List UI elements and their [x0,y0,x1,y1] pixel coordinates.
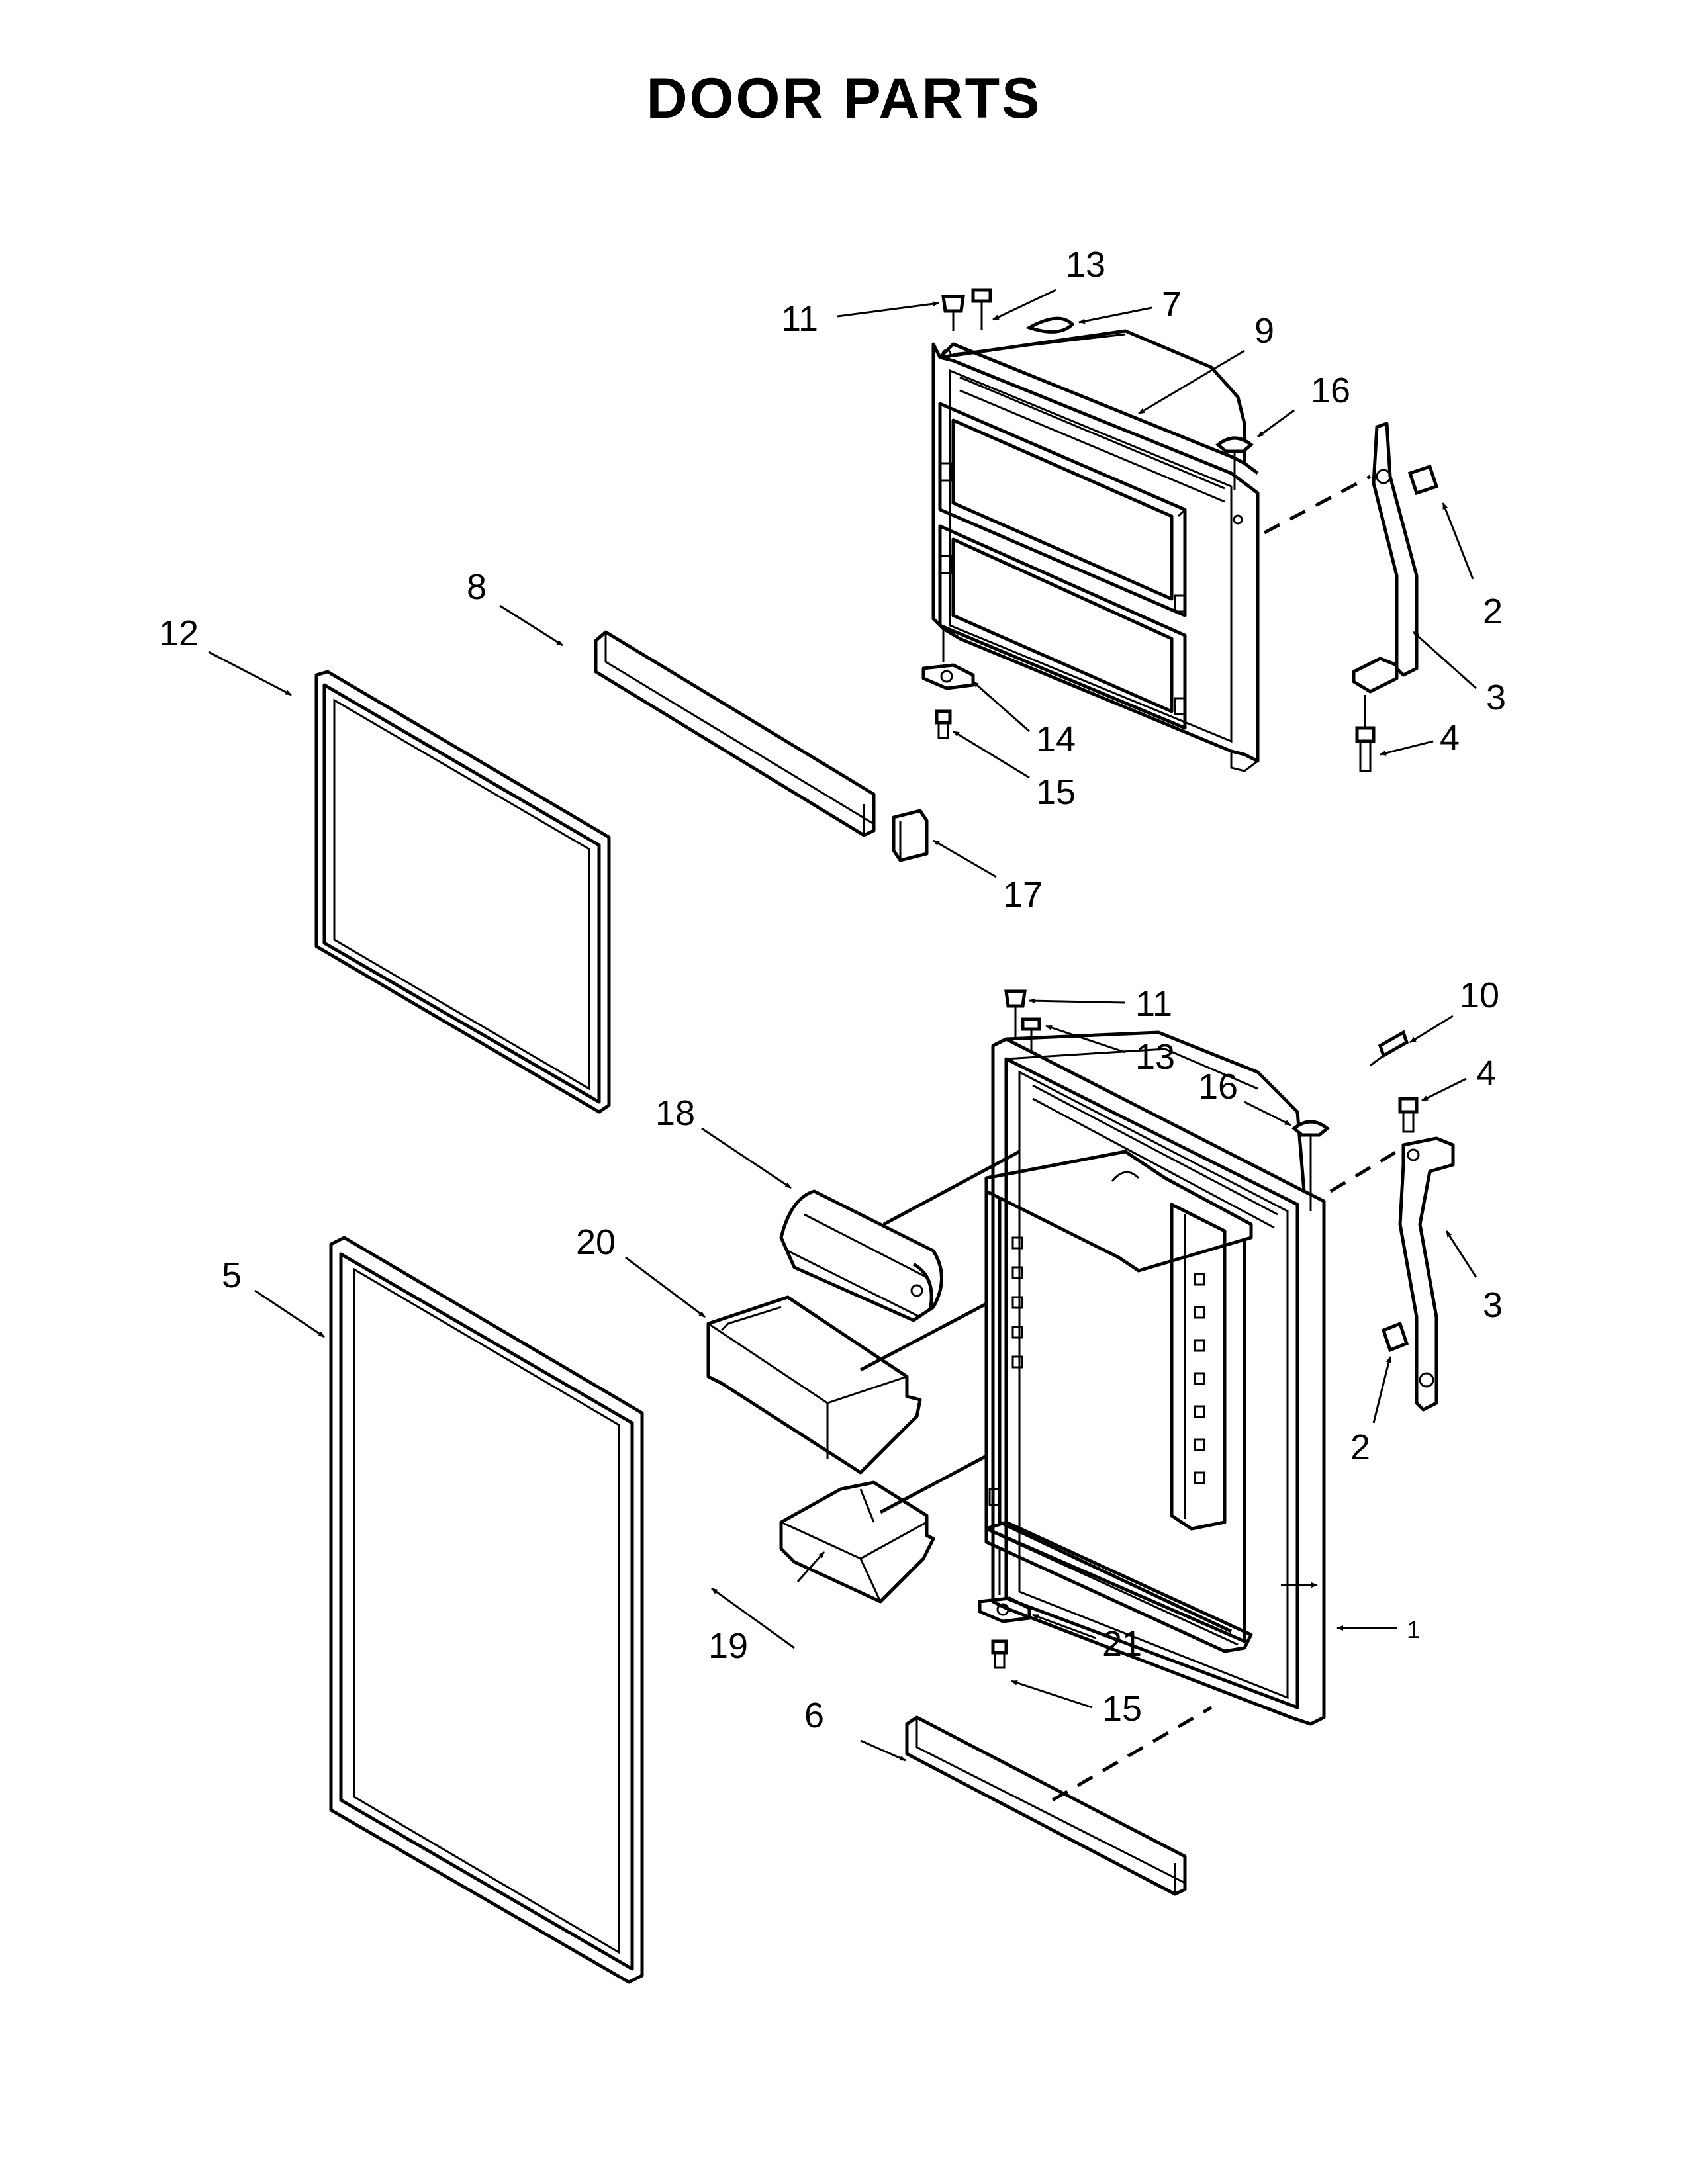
callout-7: 7 [1162,285,1182,324]
callout-11: 11 [781,299,818,339]
freezer-door-assembly [931,329,1260,772]
callout-16: 16 [1311,371,1350,410]
callout-4: 4 [1440,718,1460,758]
door-bin-small [779,1480,935,1604]
liner-holes-right [1194,1273,1205,1484]
callout-1: 1 [1407,1616,1420,1643]
callout-16b: 16 [1198,1067,1238,1107]
callout-13b: 13 [1135,1037,1175,1077]
leader-lines [208,289,1477,1762]
callout-17: 17 [1003,875,1043,915]
callout-15: 15 [1036,772,1076,812]
callout-13: 13 [1066,245,1105,285]
fresh-door-hinge [1370,1030,1455,1412]
callout-2: 2 [1483,592,1503,631]
callout-3b: 3 [1483,1285,1503,1325]
callout-18: 18 [655,1093,695,1133]
dairy-door [779,1189,943,1322]
liner-holes-left [1011,1236,1023,1369]
door-clip [892,809,929,862]
freezer-gasket [314,670,611,1114]
callout-12: 12 [159,614,199,653]
callout-21: 21 [1102,1624,1142,1664]
fresh-door-hardware [1004,989,1330,1211]
freezer-hardware [941,288,1254,490]
fresh-food-door-assembly [984,1030,1326,1726]
fresh-food-gasket [329,1236,644,1984]
callout-20: 20 [576,1222,616,1262]
callout-10: 10 [1460,976,1499,1015]
callout-19: 19 [708,1626,748,1666]
callout-11b: 11 [1135,984,1172,1024]
callout-14: 14 [1036,719,1076,759]
door-bin-large [706,1295,922,1475]
freezer-hinge [1352,422,1439,772]
callout-9: 9 [1254,311,1274,351]
callout-5: 5 [222,1255,242,1295]
fresh-food-trim-strip [905,1715,1187,1896]
callout-6: 6 [804,1696,824,1735]
fresh-lower-bracket [978,1549,1031,1669]
callout-2b: 2 [1350,1428,1370,1467]
callout-4b: 4 [1476,1054,1496,1093]
callout-8: 8 [467,567,487,607]
callouts: 11 13 7 9 16 2 3 4 14 15 17 8 12 11 13 1… [159,245,1506,1735]
callout-3: 3 [1486,678,1506,717]
diagram-title: DOOR PARTS [646,67,1042,130]
freezer-trim-strip [594,630,876,837]
callout-15b: 15 [1102,1689,1142,1729]
